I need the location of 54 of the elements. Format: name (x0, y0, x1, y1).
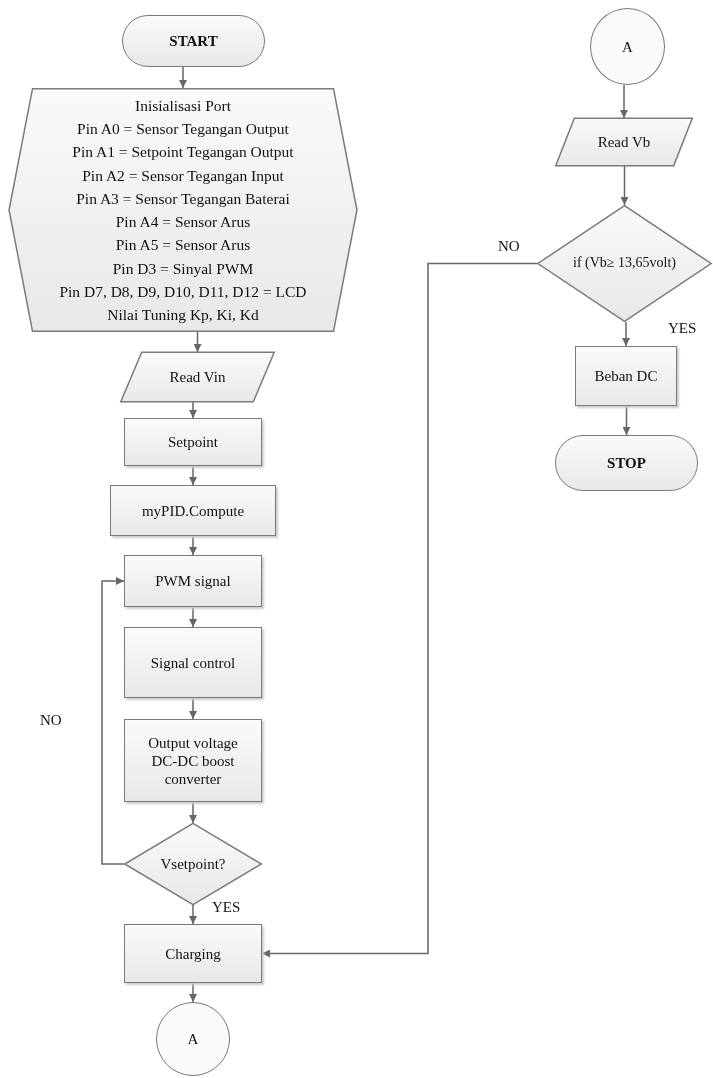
input-parallelogram (555, 118, 693, 166)
node-text: Setpoint (167, 433, 219, 451)
node-text: Vsetpoint? (159, 855, 227, 873)
node-text: Pin A4 = Sensor Arus (114, 212, 252, 232)
node-text: Signal control (149, 653, 237, 672)
node-text: Output voltage DC-DC boost converter (147, 733, 239, 788)
decision-diamond (537, 205, 712, 322)
terminal-shape (555, 435, 698, 491)
node-text: Pin A3 = Sensor Tegangan Baterai (75, 188, 291, 209)
arrow (622, 405, 631, 436)
terminal-shape (122, 15, 265, 67)
node-text: PWM signal (154, 572, 232, 590)
process-box (124, 719, 262, 802)
process-box (124, 418, 262, 466)
node-text: Pin A1 = Setpoint Tegangan Output (71, 142, 295, 163)
process-box (124, 924, 262, 983)
arrow (179, 66, 187, 89)
arrow (620, 84, 628, 119)
node-text: Nilai Tuning Kp, Ki, Kd (106, 305, 260, 325)
node-text: Pin A5 = Sensor Arus (114, 235, 252, 256)
node-text: myPID.Compute (140, 501, 246, 520)
arrow (189, 535, 197, 556)
node-text: Read Vin (168, 368, 227, 386)
arrow (189, 606, 197, 628)
process-box (110, 485, 276, 536)
arrow (189, 801, 197, 824)
node-text: Beban DC (593, 367, 659, 385)
arrow (622, 321, 630, 347)
node-text: A (621, 37, 634, 56)
arrow (101, 577, 125, 865)
process-box (575, 346, 677, 406)
node-text: Inisialisasi Port (134, 95, 232, 116)
node-text: if (Vb≥ 13,65volt) (572, 255, 677, 272)
node-text: START (168, 32, 219, 50)
arrow (189, 401, 197, 419)
node-text: Pin A2 = Sensor Tegangan Input (81, 165, 285, 186)
arrow (189, 697, 197, 720)
node-text: Read Vb (596, 133, 652, 151)
preparation-hexagon (8, 88, 358, 332)
arrow (620, 165, 629, 206)
arrow (189, 982, 197, 1003)
process-box (124, 555, 262, 607)
node-text: Pin D7, D8, D9, D10, D11, D12 = LCD (58, 281, 308, 302)
arrow (189, 465, 197, 486)
process-box (124, 627, 262, 698)
node-text: A (186, 1030, 200, 1048)
node-text: STOP (606, 454, 647, 472)
arrow (261, 262, 538, 958)
node-text: Charging (164, 944, 222, 963)
arrow (189, 904, 197, 925)
arrow (193, 331, 202, 353)
input-parallelogram (120, 352, 275, 402)
node-text: Pin D3 = Sinyal PWM (111, 258, 255, 279)
node-text: Pin A0 = Sensor Tegangan Output (76, 119, 290, 139)
